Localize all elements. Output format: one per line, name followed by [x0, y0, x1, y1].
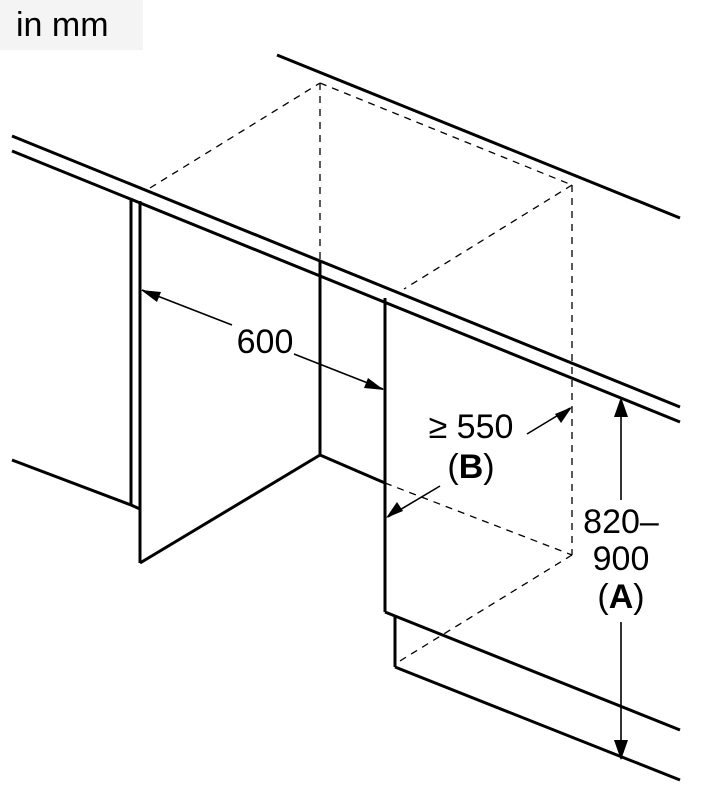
depth-tag-close: )	[483, 448, 494, 486]
height-value-line1: 820–	[583, 503, 659, 541]
left-cabinet-bottom-edge	[139, 453, 321, 565]
left-cabinet-plinth-corner	[130, 503, 141, 511]
unit-label-box: in mm	[0, 0, 143, 50]
height-arrow-bottom	[614, 740, 628, 760]
worktop-top-edge	[11, 134, 681, 409]
depth-dimension: ≥ 550 (B)	[386, 407, 572, 518]
width-arrow-left	[141, 290, 161, 302]
depth-tag: (B)	[447, 448, 494, 486]
right-cabinet	[383, 298, 681, 782]
height-tag-open: (	[597, 578, 609, 616]
depth-value: ≥ 550	[429, 408, 514, 446]
right-cabinet-plinth-line	[394, 665, 681, 782]
depth-tag-letter: B	[459, 448, 484, 486]
width-arrow-right	[364, 378, 384, 390]
height-tag: (A)	[597, 578, 644, 616]
height-tag-letter: A	[609, 578, 634, 616]
volume-top-back	[319, 82, 573, 186]
unit-label: in mm	[16, 6, 109, 44]
volume-bottom-back	[384, 482, 573, 556]
height-dimension: 820– 900 (A)	[583, 397, 659, 760]
volume-top-right	[403, 184, 573, 290]
depth-arrow-upper	[555, 407, 572, 423]
left-cabinet-plinth-line	[11, 458, 132, 507]
width-value: 600	[237, 323, 294, 361]
depth-arrow-lower	[386, 502, 403, 518]
height-tag-close: )	[633, 578, 644, 616]
left-cabinet	[11, 198, 386, 565]
worktop-front-edge	[11, 149, 681, 424]
right-cabinet-bottom-edge	[394, 614, 681, 732]
height-arrow-top	[614, 397, 628, 417]
depth-tag-open: (	[447, 448, 459, 486]
right-cabinet-bottom-corner	[384, 610, 396, 618]
worktop-back-edge	[276, 53, 681, 220]
worktop	[11, 53, 681, 424]
volume-top-left	[149, 82, 321, 189]
volume-bottom-right	[394, 554, 573, 665]
niche-floor-left	[319, 453, 386, 485]
height-value-line2: 900	[593, 540, 650, 578]
width-dimension: 600	[141, 289, 384, 390]
appliance-volume	[149, 82, 573, 665]
